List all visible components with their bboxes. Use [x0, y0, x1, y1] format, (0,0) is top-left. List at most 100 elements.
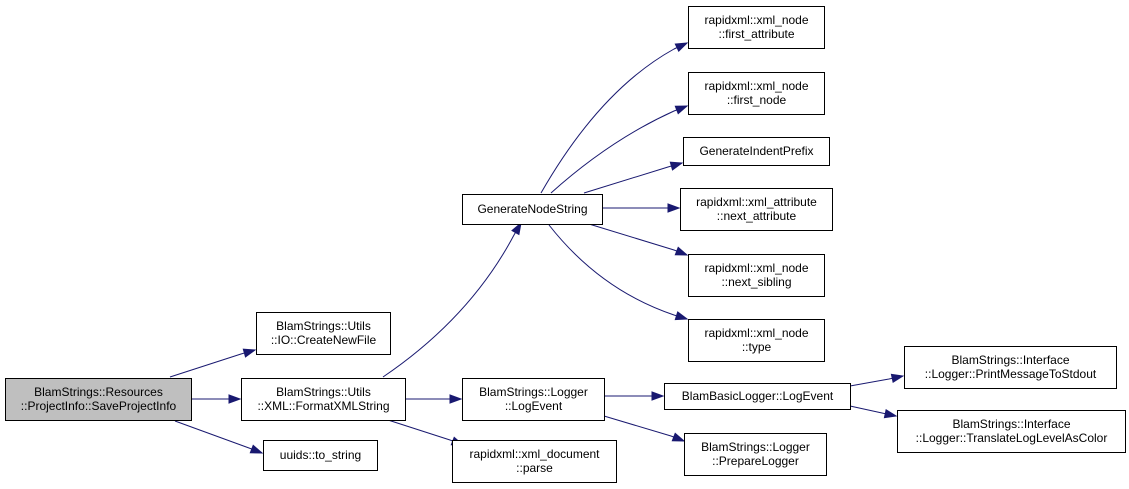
node-gip[interactable]: GenerateIndentPrefix [683, 137, 830, 166]
node-box [904, 346, 1117, 389]
node-label-line: ::Logger::PrintMessageToStdout [925, 367, 1097, 381]
arrowhead [511, 221, 522, 236]
edge-blle-to-tlla [849, 405, 898, 419]
node-tlla[interactable]: BlamStrings::Interface::Logger::Translat… [897, 410, 1126, 453]
node-box [256, 312, 391, 355]
node-label-line: BlamStrings::Logger [701, 440, 810, 454]
node-pmts[interactable]: BlamStrings::Interface::Logger::PrintMes… [904, 346, 1117, 389]
edge-fxml-to-log [405, 394, 463, 404]
node-box [684, 433, 827, 476]
arrowhead [674, 42, 689, 53]
arrowhead [249, 444, 264, 454]
edge-line [174, 420, 263, 454]
node-box [680, 188, 833, 231]
node-box [263, 440, 378, 471]
node-label-line: BlamStrings::Logger [479, 385, 588, 399]
edge-root-to-cnf [169, 348, 257, 378]
edge-root-to-uuid [174, 420, 264, 454]
node-nsib[interactable]: rapidxml::xml_node::next_sibling [688, 254, 825, 297]
node-plog[interactable]: BlamStrings::Logger::PrepareLogger [684, 433, 827, 476]
edge-fxml-to-gns [382, 221, 522, 378]
node-uuid[interactable]: uuids::to_string [263, 440, 378, 471]
node-label-line: ::ProjectInfo::SaveProjectInfo [21, 399, 177, 413]
edges-layer [169, 42, 905, 454]
arrowhead [890, 373, 905, 384]
node-label-line: ::type [742, 340, 772, 354]
node-label-line: BlamStrings::Interface [952, 417, 1070, 431]
node-log[interactable]: BlamStrings::Logger::LogEvent [462, 378, 605, 421]
node-label-line: rapidxml::xml_node [704, 13, 808, 27]
node-label-line: ::IO::CreateNewFile [271, 333, 377, 347]
node-label-line: ::PrepareLogger [712, 454, 799, 468]
node-label-line: ::first_attribute [718, 27, 794, 41]
nodes-layer: BlamStrings::Resources::ProjectInfo::Sav… [5, 6, 1126, 483]
arrowhead [228, 394, 242, 404]
edge-line [603, 415, 685, 442]
node-label-line: rapidxml::xml_node [704, 79, 808, 93]
node-box [5, 378, 192, 421]
node-label-line: rapidxml::xml_document [469, 447, 600, 461]
node-label-line: rapidxml::xml_node [704, 261, 808, 275]
node-box [683, 137, 830, 166]
edge-gns-to-nattr [602, 203, 681, 213]
arrowhead [667, 203, 681, 213]
edge-root-to-fxml [191, 394, 242, 404]
node-gns[interactable]: GenerateNodeString [462, 194, 603, 225]
node-label-line: GenerateIndentPrefix [699, 144, 813, 158]
edge-gns-to-nsib [588, 223, 689, 256]
edge-fxml-to-parse [387, 419, 465, 446]
node-box [688, 254, 825, 297]
arrowhead [674, 311, 689, 321]
node-label-line: BlamStrings::Interface [951, 353, 1069, 367]
node-box [452, 440, 617, 483]
edge-line [382, 222, 522, 378]
node-box [897, 410, 1126, 453]
node-label-line: uuids::to_string [280, 448, 361, 462]
node-box [664, 383, 851, 410]
edge-line [387, 419, 464, 446]
node-fattr[interactable]: rapidxml::xml_node::first_attribute [688, 6, 825, 49]
arrowhead [671, 432, 686, 442]
node-label-line: ::LogEvent [505, 399, 563, 413]
node-fxml[interactable]: BlamStrings::Utils::XML::FormatXMLString [241, 378, 406, 421]
node-root[interactable]: BlamStrings::Resources::ProjectInfo::Sav… [5, 378, 192, 421]
node-label-line: GenerateNodeString [477, 202, 587, 216]
node-label-line: ::next_attribute [717, 209, 797, 223]
arrowhead [449, 394, 463, 404]
edge-line [548, 224, 688, 320]
node-label-line: BlamStrings::Resources [34, 385, 163, 399]
node-label-line: BlamStrings::Utils [276, 319, 371, 333]
node-box [688, 72, 825, 115]
arrowhead [674, 246, 689, 256]
edge-line [540, 42, 688, 194]
edge-gns-to-fnode [550, 105, 689, 194]
node-box [462, 194, 603, 225]
node-fnode[interactable]: rapidxml::xml_node::first_node [688, 72, 825, 115]
edge-gns-to-type [548, 224, 689, 321]
node-cnf[interactable]: BlamStrings::Utils::IO::CreateNewFile [256, 312, 391, 355]
node-type[interactable]: rapidxml::xml_node::type [688, 319, 825, 362]
node-label-line: ::Logger::TranslateLogLevelAsColor [916, 431, 1108, 445]
edge-gns-to-fattr [540, 42, 689, 194]
node-label-line: ::parse [516, 461, 553, 475]
node-box [462, 378, 605, 421]
node-parse[interactable]: rapidxml::xml_document::parse [452, 440, 617, 483]
node-label-line: ::next_sibling [721, 275, 791, 289]
node-label-line: ::XML::FormatXMLString [257, 399, 389, 413]
edge-line [169, 349, 256, 378]
edge-log-to-plog [603, 415, 686, 442]
node-nattr[interactable]: rapidxml::xml_attribute::next_attribute [680, 188, 833, 231]
node-label-line: ::first_node [727, 93, 787, 107]
node-box [688, 319, 825, 362]
edge-blle-to-pmts [849, 373, 905, 387]
node-blle[interactable]: BlamBasicLogger::LogEvent [664, 383, 851, 410]
arrowhead [669, 161, 684, 171]
edge-log-to-blle [604, 391, 665, 401]
arrowhead [674, 105, 689, 115]
edge-line [583, 162, 683, 194]
arrowhead [651, 391, 665, 401]
node-label-line: BlamBasicLogger::LogEvent [682, 389, 834, 403]
node-box [688, 6, 825, 49]
edge-gns-to-gip [583, 161, 684, 194]
